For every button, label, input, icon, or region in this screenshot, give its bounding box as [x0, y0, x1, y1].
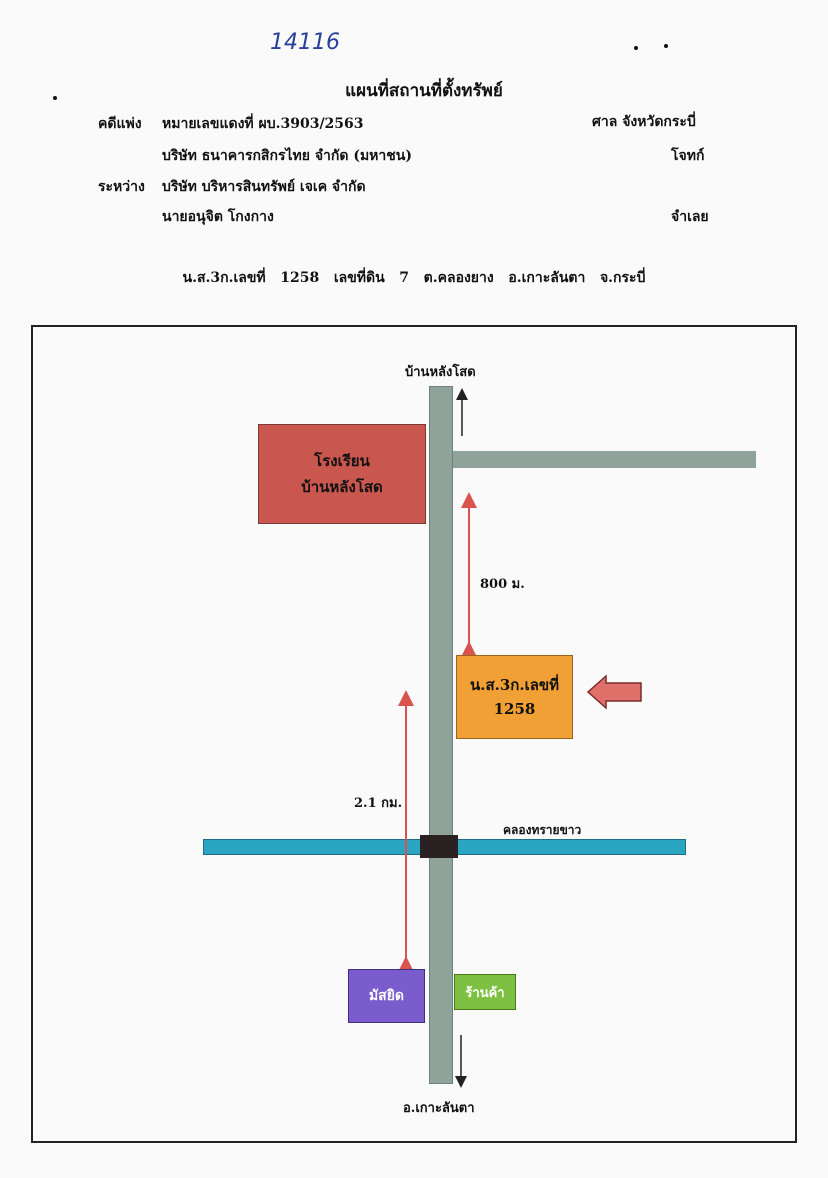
bridge	[420, 835, 458, 858]
mosque-box: มัสยิด	[348, 969, 425, 1023]
case-number: หมายเลขแดงที่ ผบ.3903/2563	[162, 116, 364, 132]
property-pointer-arrow	[586, 674, 642, 710]
property-label-line2: 1258	[493, 700, 536, 718]
school-box: โรงเรียน บ้านหลังโสด	[258, 424, 426, 524]
document-title: แผนที่สถานที่ตั้งทรัพย์	[345, 81, 503, 101]
south-destination-label: อ.เกาะลันตา	[403, 1101, 475, 1116]
main-road	[429, 386, 453, 1084]
distance-to-mosque-label: 2.1 กม.	[354, 796, 403, 811]
shop-label: ร้านค้า	[465, 985, 505, 1001]
defendant-2: นายอนุจิต โกงกาง	[162, 209, 274, 225]
scan-speck	[53, 96, 57, 100]
case-type-label: คดีแพ่ง	[98, 116, 142, 132]
plaintiff-name: บริษัท ธนาคารกสิกรไทย จำกัด (มหาชน)	[162, 148, 412, 164]
school-label-line1: โรงเรียน	[314, 452, 370, 470]
defendant-role: จำเลย	[671, 209, 709, 225]
plaintiff-role: โจทก์	[671, 148, 705, 164]
scan-speck	[664, 44, 668, 48]
property-box: น.ส.3ก.เลขที่ 1258	[456, 655, 573, 739]
between-label: ระหว่าง	[98, 179, 145, 195]
handwritten-note: 14116	[270, 30, 340, 55]
map-frame	[31, 325, 797, 1143]
property-deed-line: น.ส.3ก.เลขที่ 1258 เลขที่ดิน 7 ต.คลองยาง…	[182, 270, 646, 286]
scan-speck	[634, 46, 638, 50]
school-label-line2: บ้านหลังโสด	[301, 478, 383, 496]
property-label-line1: น.ส.3ก.เลขที่	[469, 676, 560, 694]
canal-label: คลองทรายขาว	[503, 823, 582, 837]
shop-box: ร้านค้า	[454, 974, 516, 1010]
north-destination-label: บ้านหลังโสด	[405, 365, 476, 380]
side-road	[453, 451, 756, 468]
distance-to-school-label: 800 ม.	[480, 577, 525, 592]
court-name: ศาล จังหวัดกระบี่	[592, 114, 696, 130]
defendant-1: บริษัท บริหารสินทรัพย์ เจเค จำกัด	[162, 179, 366, 195]
mosque-label: มัสยิด	[368, 988, 405, 1004]
